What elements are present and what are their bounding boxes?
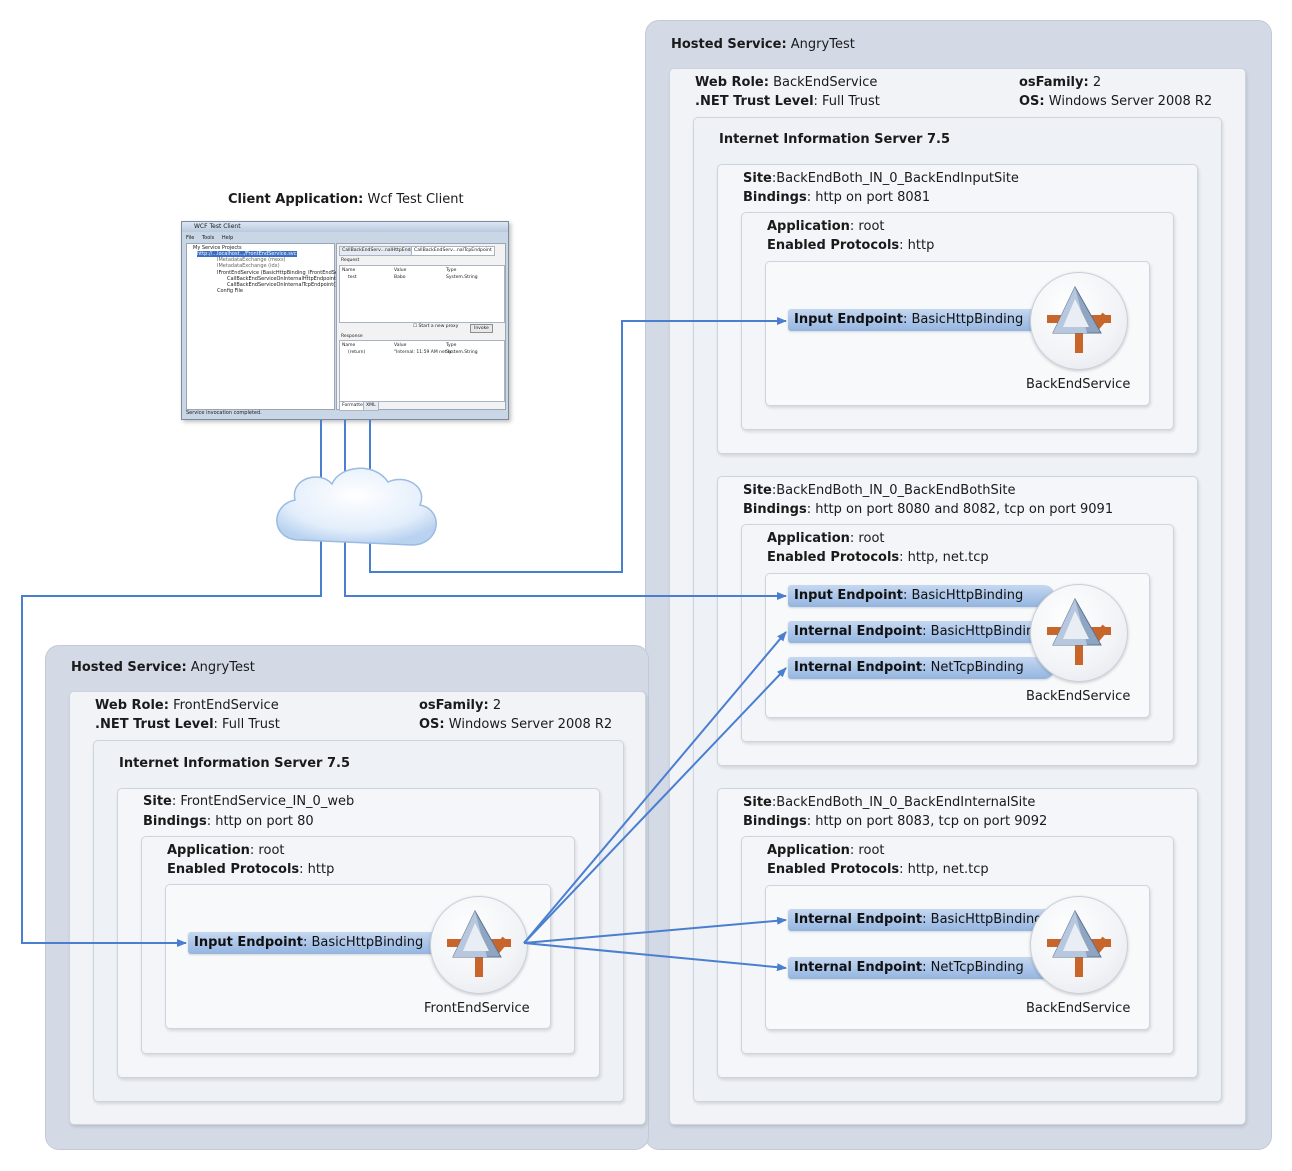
menu-help[interactable]: Help xyxy=(221,235,234,241)
site-label: Site:BackEndBoth_IN_0_BackEndInputSite xyxy=(743,171,1019,186)
client-application-caption: Client Application: Wcf Test Client xyxy=(228,192,464,207)
tree-item[interactable]: CallBackEndServiceOnInternalHttpEndpoint… xyxy=(227,276,340,282)
tree-item[interactable]: CallBackEndServiceOnInternalTcpEndpoint(… xyxy=(227,282,338,288)
tab-tcp-endpoint[interactable]: CallBackEndServ...nalTcpEndpoint xyxy=(411,246,495,256)
bindings-label: Bindings: http on port 8081 xyxy=(743,190,931,205)
internal-endpoint-tcp[interactable]: Internal Endpoint: NetTcpBinding xyxy=(788,657,1054,679)
backend-iis-label: Internet Information Server 7.5 xyxy=(719,132,950,147)
tree-item[interactable]: IMetadataExchange (idx) xyxy=(217,263,280,269)
service-name: FrontEndService xyxy=(424,1001,530,1016)
input-endpoint[interactable]: Input Endpoint: BasicHttpBinding xyxy=(188,932,450,954)
internal-endpoint-http[interactable]: Internal Endpoint: BasicHttpBinding xyxy=(788,621,1054,643)
column-header: Type xyxy=(446,268,457,273)
frontend-os: OS: Windows Server 2008 R2 xyxy=(419,717,613,732)
input-endpoint[interactable]: Input Endpoint: BasicHttpBinding xyxy=(788,309,1050,331)
internal-endpoint-tcp[interactable]: Internal Endpoint: NetTcpBinding xyxy=(788,957,1054,979)
frontend-trust-level: .NET Trust Level: Full Trust xyxy=(95,717,280,732)
column-header: Name xyxy=(342,268,356,273)
wcf-service-icon xyxy=(430,896,528,994)
site-label: Site: FrontEndService_IN_0_web xyxy=(143,794,355,809)
column-header: Value xyxy=(394,343,407,348)
application-label: Application: root xyxy=(767,843,885,858)
backend-os: OS: Windows Server 2008 R2 xyxy=(1019,94,1213,109)
wcf-service-icon xyxy=(1030,896,1128,994)
column-header: Name xyxy=(342,343,356,348)
service-name: BackEndService xyxy=(1026,377,1131,392)
application-label: Application: root xyxy=(167,843,285,858)
frontend-hosted-title: Hosted Service: AngryTest xyxy=(71,660,255,675)
protocols-label: Enabled Protocols: http xyxy=(167,862,335,877)
grid-cell: "Internal: 11:59 AM net.tc xyxy=(394,350,453,355)
input-endpoint[interactable]: Input Endpoint: BasicHttpBinding xyxy=(788,585,1054,607)
tree-item[interactable]: IMetadataExchange (mexs) xyxy=(217,257,286,263)
service-name: BackEndService xyxy=(1026,689,1131,704)
wcf-service-icon xyxy=(1030,272,1128,370)
tree-item[interactable]: My Service Projects xyxy=(193,245,242,251)
protocols-label: Enabled Protocols: http xyxy=(767,238,935,253)
tree-item[interactable]: IFrontEndService (BasicHttpBinding_IFron… xyxy=(217,270,353,276)
column-header: Type xyxy=(446,343,457,348)
menu-bar: File Tools Help xyxy=(186,234,504,242)
internal-endpoint-http[interactable]: Internal Endpoint: BasicHttpBinding xyxy=(788,909,1054,931)
menu-tools[interactable]: Tools xyxy=(201,235,215,241)
internet-cloud-icon xyxy=(276,467,437,546)
tree-item[interactable]: Config File xyxy=(217,288,243,294)
bindings-label: Bindings: http on port 80 xyxy=(143,814,314,829)
frontend-os-family: osFamily: 2 xyxy=(419,698,502,713)
response-label: Response xyxy=(341,334,363,339)
application-label: Application: root xyxy=(767,531,885,546)
application-label: Application: root xyxy=(767,219,885,234)
frontend-web-role-label: Web Role: FrontEndService xyxy=(95,698,279,713)
tree-item[interactable]: http://...localhost.../FrontEndService.s… xyxy=(197,251,297,257)
backend-os-family: osFamily: 2 xyxy=(1019,75,1102,90)
window-titlebar[interactable]: WCF Test Client xyxy=(182,222,508,232)
request-label: Request xyxy=(341,258,360,263)
invoke-button[interactable]: Invoke xyxy=(470,324,493,333)
protocols-label: Enabled Protocols: http, net.tcp xyxy=(767,862,989,877)
window-title: WCF Test Client xyxy=(194,223,241,230)
operation-panel: CallBackEndServ...nalHttpEndpoint CallBa… xyxy=(336,243,506,411)
grid-cell: (return) xyxy=(348,350,366,355)
service-name: BackEndService xyxy=(1026,1001,1131,1016)
wcf-test-client-window[interactable]: WCF Test Client File Tools Help My Servi… xyxy=(181,221,509,420)
protocols-label: Enabled Protocols: http, net.tcp xyxy=(767,550,989,565)
service-tree[interactable]: My Service Projects http://...localhost.… xyxy=(186,243,352,410)
backend-trust-level: .NET Trust Level: Full Trust xyxy=(695,94,880,109)
grid-cell[interactable]: Babo xyxy=(394,275,406,280)
site-label: Site:BackEndBoth_IN_0_BackEndBothSite xyxy=(743,483,1016,498)
column-header: Value xyxy=(394,268,407,273)
backend-web-role-label: Web Role: BackEndService xyxy=(695,75,878,90)
bindings-label: Bindings: http on port 8080 and 8082, tc… xyxy=(743,502,1114,517)
new-proxy-label: Start a new proxy xyxy=(418,324,459,329)
bindings-label: Bindings: http on port 8083, tcp on port… xyxy=(743,814,1048,829)
grid-cell: System.String xyxy=(446,350,478,355)
grid-cell: test xyxy=(348,275,357,280)
response-grid[interactable]: Name Value Type (return) "Internal: 11:5… xyxy=(339,340,505,402)
site-label: Site:BackEndBoth_IN_0_BackEndInternalSit… xyxy=(743,795,1036,810)
frontend-iis-label: Internet Information Server 7.5 xyxy=(119,756,350,771)
menu-file[interactable]: File xyxy=(186,235,195,241)
status-bar: Service invocation completed. xyxy=(186,410,262,416)
wcf-service-icon xyxy=(1030,584,1128,682)
request-grid[interactable]: Name Value Type test Babo System.String xyxy=(339,265,505,323)
grid-cell: System.String xyxy=(446,275,478,280)
backend-hosted-title: Hosted Service: AngryTest xyxy=(671,37,855,52)
new-proxy-checkbox[interactable]: ☐ Start a new proxy xyxy=(413,324,459,329)
